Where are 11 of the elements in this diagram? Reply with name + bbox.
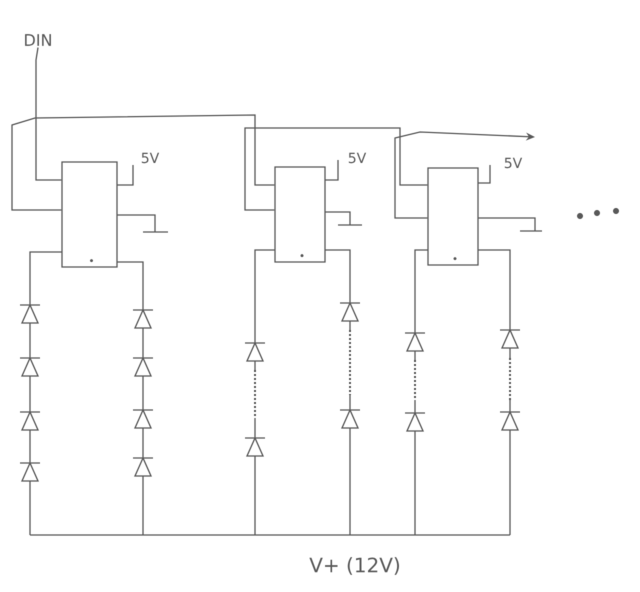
- data-wire: [244, 127, 428, 211]
- ic-chip: [427, 167, 479, 266]
- supply-label: V+ (12V): [309, 557, 400, 575]
- pin-label: DIN: [25, 34, 51, 46]
- data-wire: [11, 114, 274, 211]
- ic-chip: [61, 161, 118, 268]
- ic-chip: [274, 166, 326, 263]
- voltage-label: 5V: [504, 158, 522, 168]
- data-wire: [35, 47, 62, 181]
- voltage-label: 5V: [142, 152, 160, 164]
- voltage-label: 5V: [348, 152, 366, 164]
